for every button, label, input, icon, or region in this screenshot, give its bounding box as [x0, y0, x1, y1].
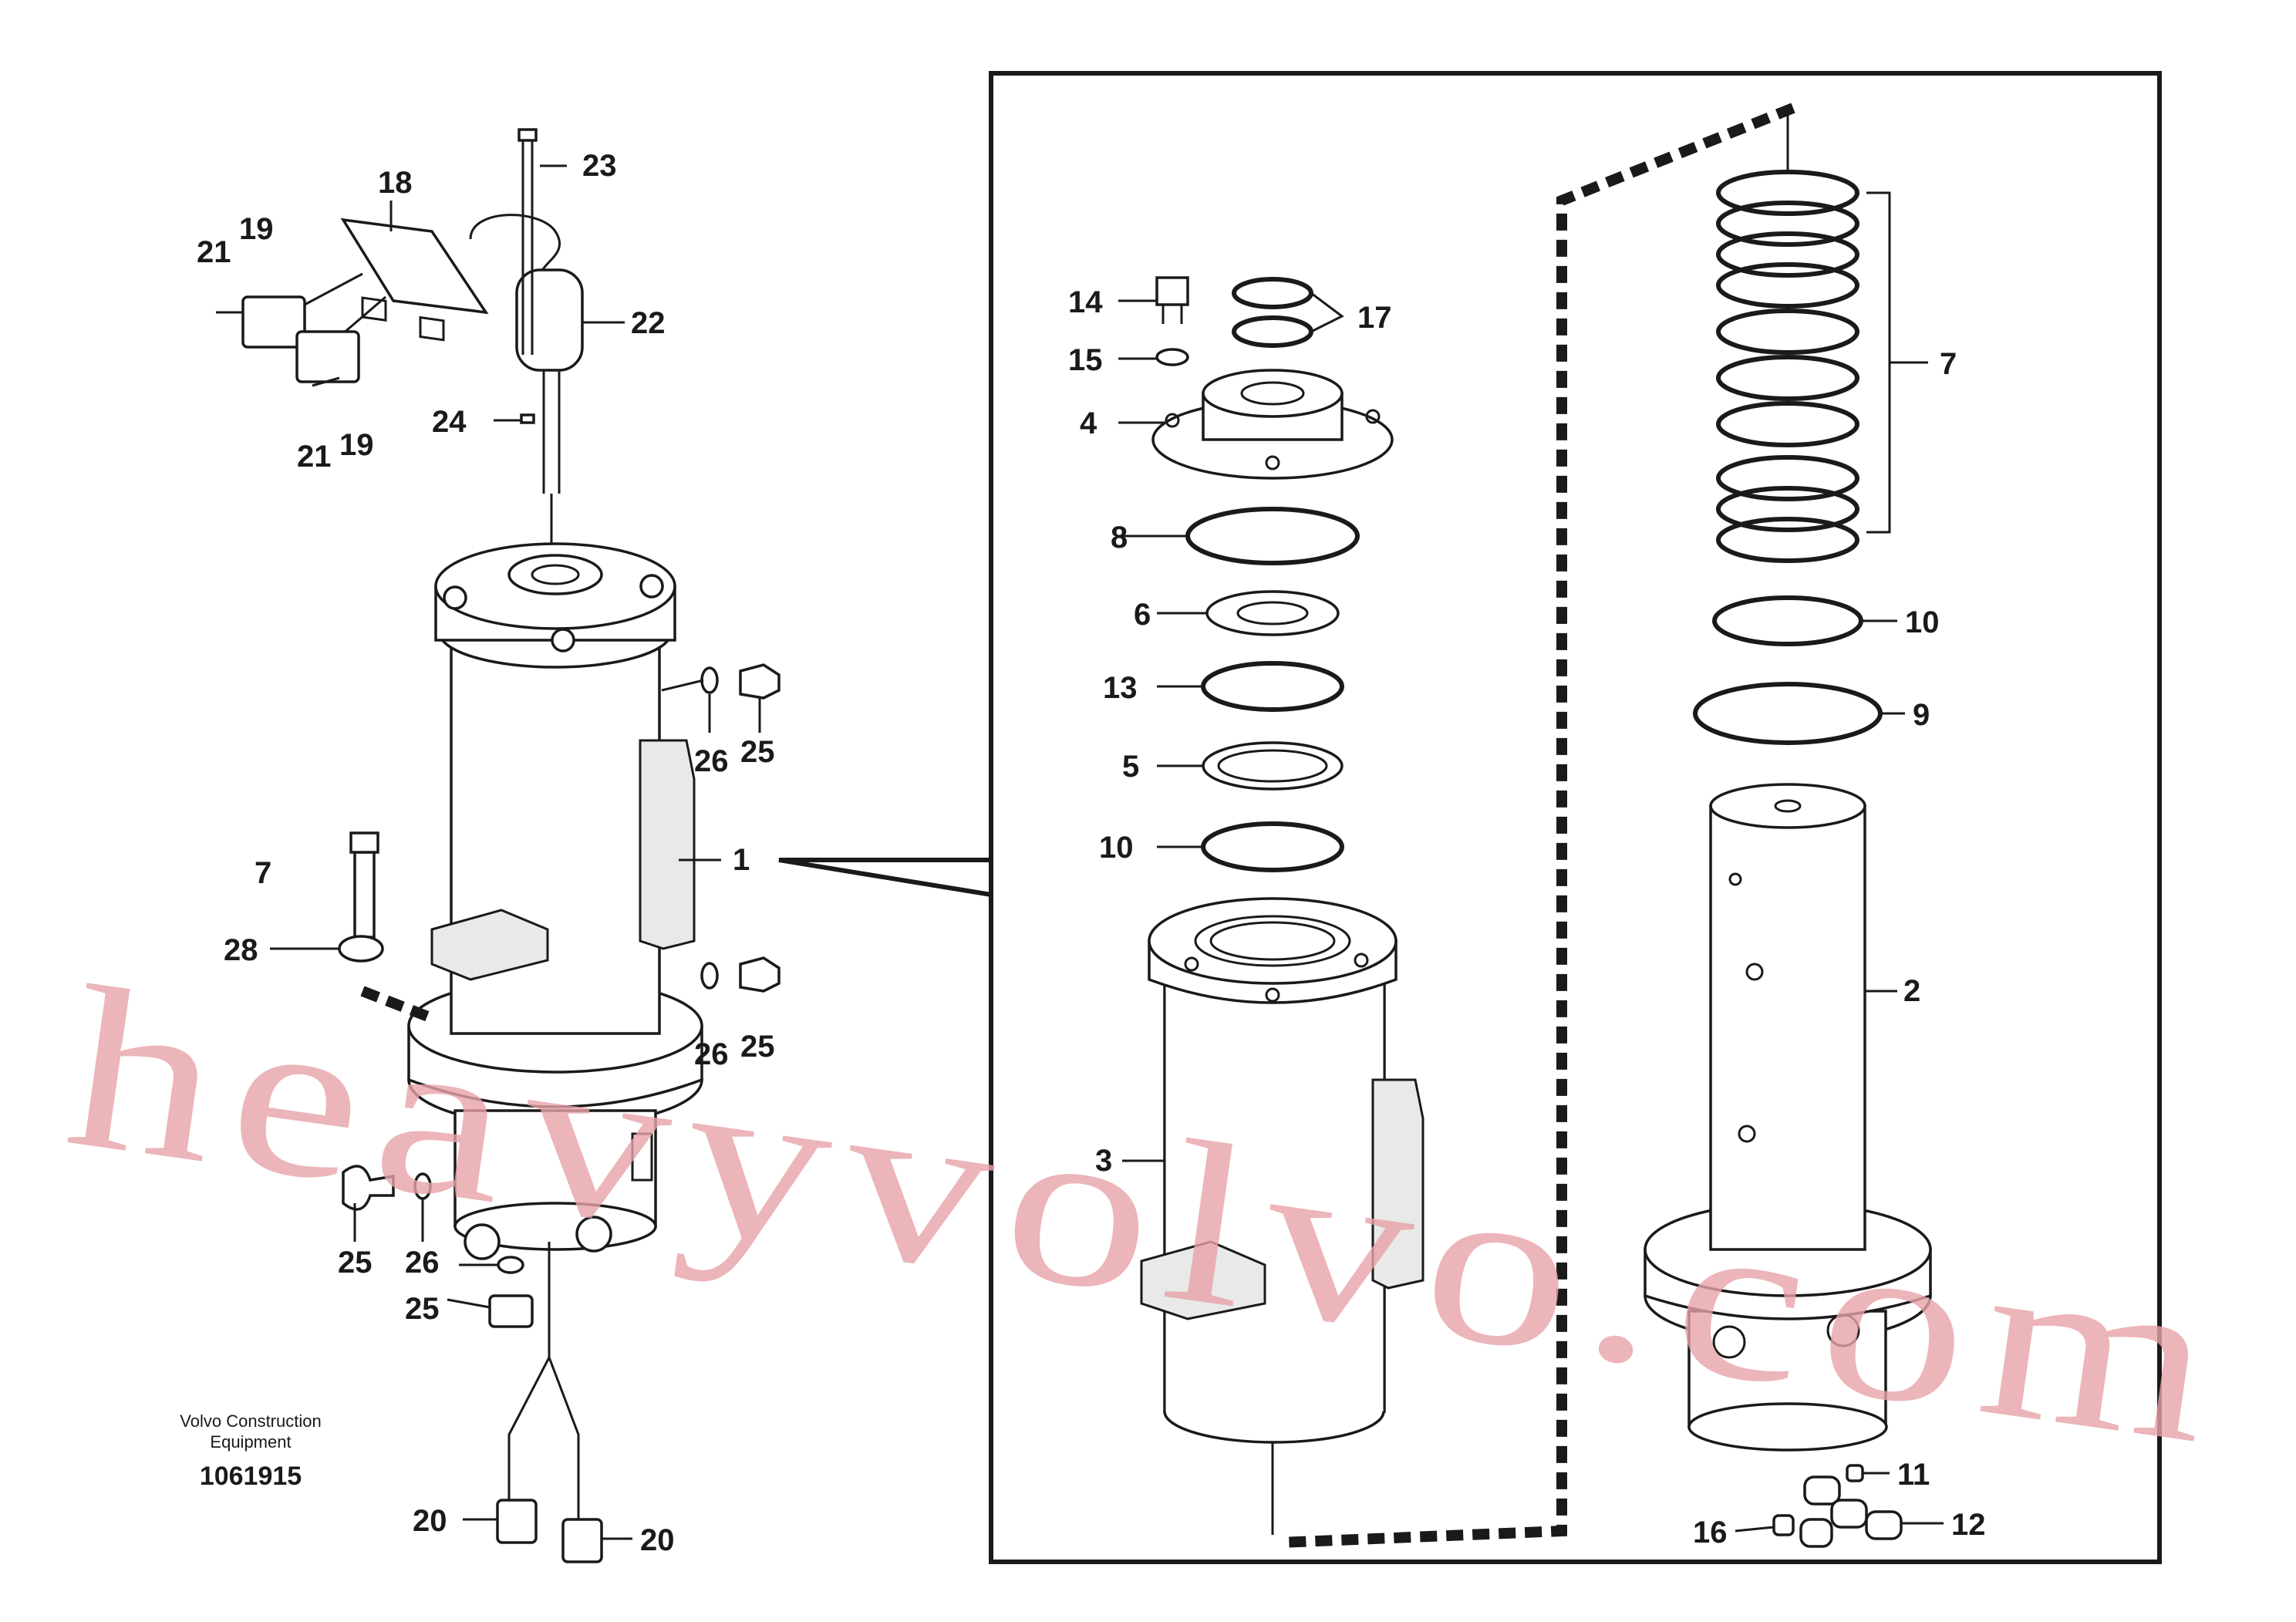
plug-set: [1772, 1464, 1903, 1548]
callout-14: 14: [1068, 285, 1103, 319]
callout-2: 2: [1903, 974, 1920, 1008]
callout-3: 3: [1095, 1144, 1112, 1178]
callout-leaders: [270, 164, 761, 1540]
callout-28: 28: [224, 933, 258, 967]
callout-21b: 21: [297, 440, 332, 474]
document-number: 1061915: [200, 1462, 302, 1491]
credit-line2: Equipment: [210, 1432, 291, 1452]
callout-21a: 21: [197, 235, 231, 269]
callout-13: 13: [1103, 671, 1138, 705]
callout-20b: 20: [640, 1523, 675, 1557]
callout-24: 24: [432, 405, 467, 439]
callout-12: 12: [1951, 1508, 1986, 1542]
callout-4: 4: [1080, 406, 1097, 440]
credit-line1: Volvo Construction: [180, 1411, 321, 1431]
swivel-joint-body: [407, 542, 703, 1260]
callout-7b: 7: [1940, 347, 1957, 381]
callout-labels: 1 2 3 4 5 6 7 7 8 9 10 10 11 12 13 14 15…: [197, 149, 1986, 1557]
dashed-shaft-right: [1279, 103, 1795, 1548]
callout-19b: 19: [339, 428, 374, 462]
callout-8: 8: [1111, 521, 1128, 555]
housing: [1140, 897, 1424, 1444]
bolt: [518, 128, 538, 424]
dashed-shaft-left: [360, 986, 434, 1023]
callout-18: 18: [378, 166, 413, 200]
left-assembly: [216, 128, 781, 1563]
callout-10b: 10: [1905, 605, 1940, 639]
callout-15: 15: [1068, 343, 1103, 377]
detail-parts: [1140, 103, 1932, 1548]
callout-17: 17: [1357, 301, 1392, 335]
callout-1: 1: [733, 843, 750, 877]
seal-ring-stack: [1716, 170, 1891, 563]
rotor-shaft: [1644, 783, 1932, 1452]
callout-26c: 26: [405, 1246, 440, 1280]
watermark: heavyvolvo.com: [55, 938, 2244, 1495]
callout-9: 9: [1913, 698, 1930, 732]
connector-plate: [304, 218, 489, 345]
callout-16: 16: [1693, 1516, 1728, 1549]
callout-10a: 10: [1099, 831, 1134, 865]
callout-7a: 7: [255, 856, 271, 890]
sensor: [469, 214, 584, 571]
callout-20a: 20: [413, 1504, 447, 1538]
connector-plug: [216, 295, 360, 387]
callout-26a: 26: [694, 744, 729, 778]
callout-25b: 25: [740, 1030, 775, 1064]
callout-11: 11: [1897, 1458, 1930, 1492]
callout-25a: 25: [740, 735, 775, 769]
callout-25d: 25: [405, 1292, 440, 1326]
credit-block: Volvo Construction Equipment 1061915: [180, 1411, 321, 1491]
bottom-cable: [496, 1242, 603, 1563]
callout-5: 5: [1122, 750, 1139, 784]
detail-view-frame: [778, 71, 2162, 1564]
callout-26b: 26: [694, 1037, 729, 1071]
callout-19a: 19: [239, 212, 274, 246]
callout-22: 22: [631, 306, 666, 340]
detail-callout-leaders: [1118, 292, 1944, 1533]
callout-6: 6: [1134, 598, 1151, 632]
callout-25c: 25: [338, 1246, 373, 1280]
callout-23: 23: [582, 149, 617, 183]
